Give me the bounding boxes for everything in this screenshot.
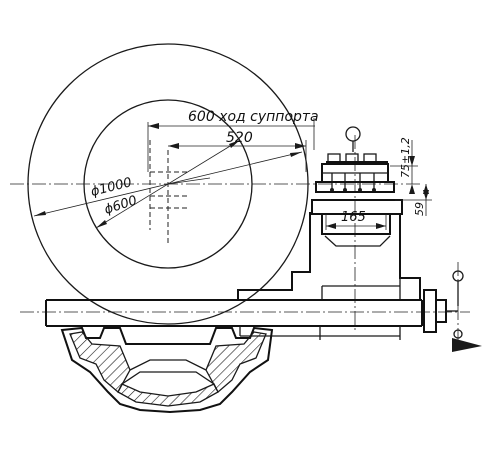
bed-cross-section [60, 326, 274, 414]
carriage-apron [237, 212, 421, 301]
length-520-label: 520 [226, 130, 253, 146]
width-dimension [325, 214, 387, 230]
lathe-bed [45, 299, 423, 340]
handwheel [423, 270, 482, 352]
tool-post [311, 126, 403, 247]
height-59-label: 59 [413, 202, 426, 216]
width-165-label: 165 [341, 210, 366, 225]
travel-dimensions [147, 118, 315, 172]
carriage-travel-label: 600 ход суппорта [188, 109, 319, 125]
hidden-tool-lines [149, 140, 190, 245]
vertical-dimensions [390, 140, 432, 216]
diameter-600-label: ϕ600 [103, 193, 139, 218]
height-75-label: 75±1,2 [399, 137, 412, 178]
